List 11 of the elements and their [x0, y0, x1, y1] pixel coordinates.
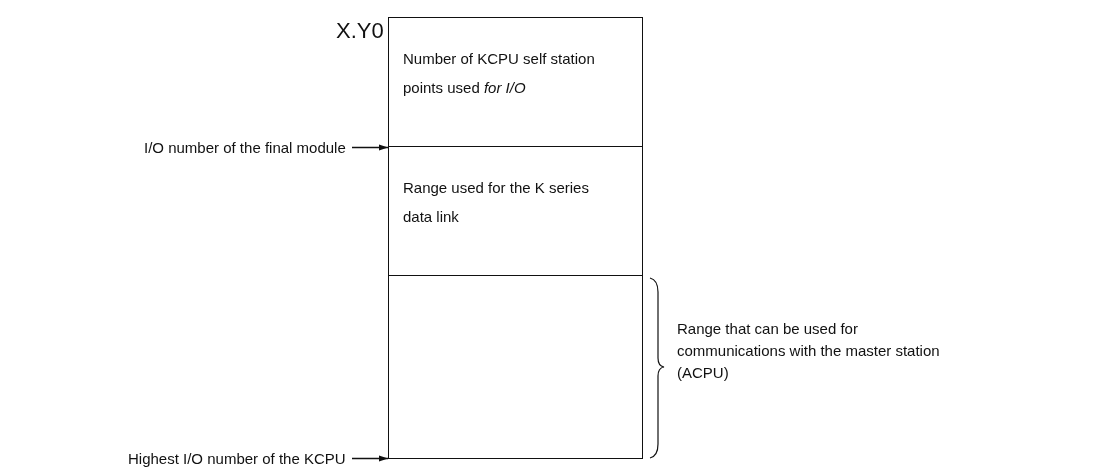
empty-section — [388, 275, 643, 459]
table-section — [388, 17, 643, 148]
leader-text: I/O number of the final module — [144, 138, 346, 156]
section-text: Range used for the K series data link — [403, 178, 590, 227]
range-note: Range that can be used for communications with the master station (ACPU) — [677, 319, 941, 383]
leader-text: Highest I/O number of the KCPU — [128, 449, 346, 467]
leader-arrow — [351, 455, 389, 462]
section-text: Number of KCPU self station points used for I/O — [403, 49, 595, 98]
table-section — [388, 146, 643, 277]
leader-arrow — [351, 144, 389, 151]
axis-label: X.Y0 — [336, 18, 384, 44]
